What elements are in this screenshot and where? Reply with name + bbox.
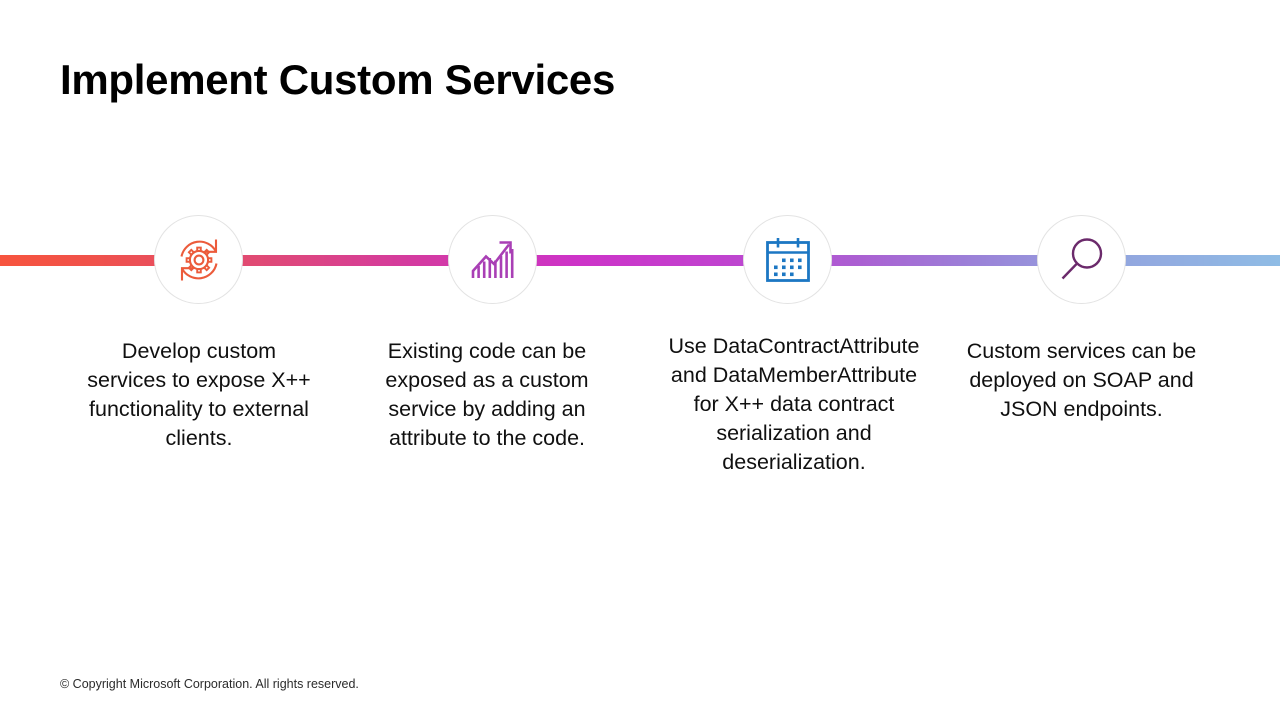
timeline-node-2[interactable] (448, 215, 537, 304)
timeline-caption-4: Custom services can be deployed on SOAP … (966, 339, 1197, 421)
timeline-node-4[interactable] (1037, 215, 1126, 304)
timeline-node-1[interactable] (154, 215, 243, 304)
calendar-icon (761, 233, 815, 287)
timeline-caption-2: Existing code can be exposed as a custom… (385, 339, 589, 450)
copyright-footer: © Copyright Microsoft Corporation. All r… (60, 677, 359, 691)
timeline-node-3[interactable] (743, 215, 832, 304)
growth-chart-icon (466, 233, 520, 287)
timeline-caption-3: Use DataContractAttribute and DataMember… (668, 334, 920, 474)
timeline-caption-1: Develop custom services to expose X++ fu… (87, 339, 311, 450)
magnifier-icon (1054, 232, 1110, 288)
timeline-gradient-bar (0, 255, 1280, 266)
page-title: Implement Custom Services (60, 56, 616, 103)
gear-refresh-icon (171, 232, 227, 288)
